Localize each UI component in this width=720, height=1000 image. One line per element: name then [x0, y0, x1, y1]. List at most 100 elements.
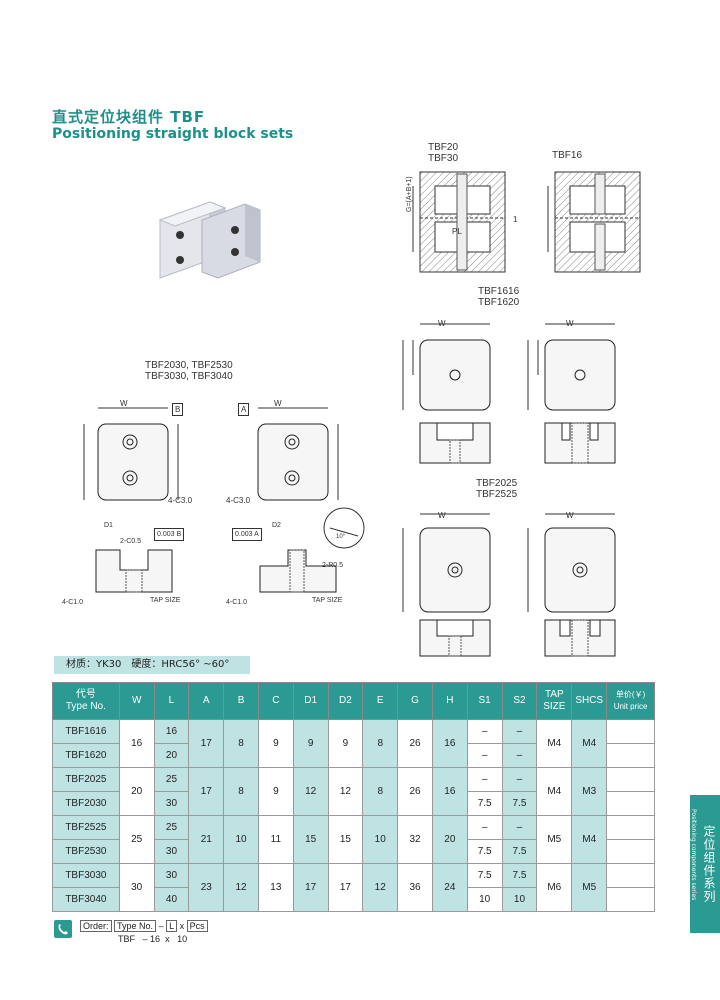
- cell-type-no: TBF3030: [52, 863, 120, 888]
- col-a: A: [188, 682, 225, 720]
- col-g: G: [397, 682, 433, 720]
- label-tbf16: TBF16: [552, 150, 583, 161]
- chamfer-4c1-left: 4-C1.0: [62, 599, 84, 606]
- chamfer-4c3-right: 4-C3.0: [226, 496, 251, 505]
- cell-b: 12: [223, 863, 259, 912]
- cell-s1: –: [466, 719, 503, 744]
- cell-s1: –: [466, 767, 503, 792]
- cell-c: 9: [257, 719, 294, 768]
- cell-unit-price: [606, 791, 655, 816]
- cell-unit-price: [606, 887, 655, 912]
- cell-s1: –: [466, 815, 503, 840]
- cell-h: 16: [431, 719, 468, 768]
- side-tab-en: Positioning components series: [690, 809, 697, 901]
- order-example-pcs: 10: [177, 934, 188, 944]
- dim-one: 1: [513, 215, 518, 224]
- cell-type-no: TBF2525: [52, 815, 120, 840]
- cell-s1: –: [466, 743, 503, 768]
- cell-g: 26: [397, 719, 433, 768]
- cell-d2: 17: [327, 863, 364, 912]
- cell-l: 30: [153, 839, 190, 864]
- cell-a: 21: [188, 815, 225, 864]
- cell-s2: –: [501, 767, 538, 792]
- order-example-type: TBF: [118, 934, 135, 944]
- col-b: B: [223, 682, 259, 720]
- cell-b: 8: [223, 767, 259, 816]
- detail-circle: [323, 507, 365, 549]
- cell-unit-price: [606, 863, 655, 888]
- cell-b: 8: [223, 719, 259, 768]
- cell-s2: –: [501, 743, 538, 768]
- col-e: E: [362, 682, 399, 720]
- cell-l: 40: [153, 887, 190, 912]
- cell-b: 10: [223, 815, 259, 864]
- cell-e: 12: [362, 863, 399, 912]
- col-h: H: [431, 682, 468, 720]
- cell-c: 11: [257, 815, 294, 864]
- cell-w: 30: [118, 863, 155, 912]
- tol-b: 0.003 B: [154, 528, 185, 541]
- assembly-section-tbf16: [547, 171, 641, 273]
- cell-e: 10: [362, 815, 399, 864]
- cell-type-no: TBF2025: [52, 767, 120, 792]
- drawing-tbf1616-left: [402, 323, 491, 464]
- cell-e: 8: [362, 719, 399, 768]
- cell-a: 17: [188, 719, 225, 768]
- order-pcs: Pcs: [186, 920, 208, 932]
- cell-l: 30: [153, 863, 190, 888]
- datum-b: B: [172, 403, 184, 416]
- cell-l: 25: [153, 767, 190, 792]
- cell-type-no: TBF1620: [52, 743, 120, 768]
- cell-d2: 9: [327, 719, 364, 768]
- cell-g: 36: [397, 863, 433, 912]
- col-d2: D2: [327, 682, 364, 720]
- col-s2: S2: [501, 682, 538, 720]
- label-tbf1616-1620: TBF1616 TBF1620: [478, 286, 520, 308]
- angle-10: 10°: [336, 534, 346, 540]
- dim-w-4: W: [274, 399, 282, 408]
- drawing-tbf2030-left: [83, 407, 179, 501]
- label-tbf20-30: TBF20 TBF30: [428, 142, 459, 164]
- cell-w: 25: [118, 815, 155, 864]
- cell-w: 20: [118, 767, 155, 816]
- drawing-tbf2025-left: [402, 513, 491, 657]
- label-tbf2030-group: TBF2030, TBF2530 TBF3030, TBF3040: [145, 360, 233, 382]
- cell-unit-price: [606, 743, 655, 768]
- cell-type-no: TBF3040: [52, 887, 120, 912]
- cell-type-no: TBF2030: [52, 791, 120, 816]
- order-type-no: Type No.: [114, 920, 157, 932]
- dim-w-2: W: [566, 319, 574, 328]
- cell-h: 16: [431, 767, 468, 816]
- product-photo: [158, 201, 261, 279]
- order-example-l: – 16: [142, 934, 161, 944]
- cell-d2: 15: [327, 815, 364, 864]
- dim-w-3: W: [120, 399, 128, 408]
- cell-s2: –: [501, 719, 538, 744]
- side-tab: Positioning components series 定位组件系列: [690, 795, 720, 933]
- tap-size-left: TAP SIZE: [150, 597, 181, 604]
- dim-d1: D1: [104, 522, 113, 529]
- col-d1: D1: [292, 682, 329, 720]
- dim-pl: PL: [452, 227, 462, 236]
- cell-unit-price: [606, 767, 655, 792]
- dim-d2: D2: [272, 522, 281, 529]
- drawing-tbf2030-right: [257, 407, 339, 501]
- cell-h: 24: [431, 863, 468, 912]
- cell-unit-price: [606, 719, 655, 744]
- cell-unit-price: [606, 839, 655, 864]
- cell-l: 16: [153, 719, 190, 744]
- dim-w-6: W: [566, 511, 574, 520]
- cell-d1: 15: [292, 815, 329, 864]
- cell-h: 20: [431, 815, 468, 864]
- side-tab-cn: 定位组件系列: [702, 825, 716, 903]
- cell-type-no: TBF2530: [52, 839, 120, 864]
- dim-w-1: W: [438, 319, 446, 328]
- cell-w: 16: [118, 719, 155, 768]
- material-bar: 材质：YK30 硬度：HRC56° ~60°: [54, 656, 250, 674]
- col-w: W: [118, 682, 155, 720]
- cell-s1: 7.5: [466, 839, 503, 864]
